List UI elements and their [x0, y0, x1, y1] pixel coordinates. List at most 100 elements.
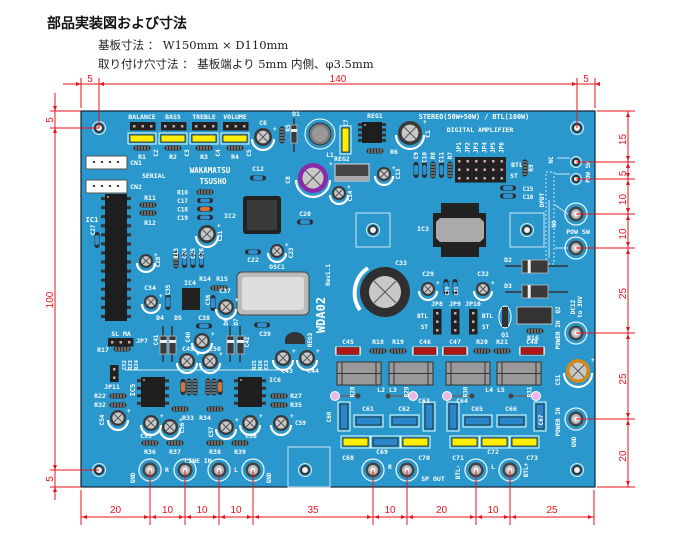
silk-label-btl2: BTL [417, 313, 428, 320]
polarity-mark: + [235, 297, 239, 304]
silk-label-lout: L [491, 463, 495, 471]
jumper-jp7[interactable] [108, 338, 134, 347]
silk-label-r39: R39 [234, 448, 246, 456]
silk-label-c42: C42 [244, 336, 251, 347]
silk-label-c36: C36 [205, 294, 212, 305]
dimension-arrow [186, 515, 191, 519]
dimension-arrow [595, 82, 600, 86]
jumper-jp9[interactable] [451, 309, 460, 335]
resistor-r28 [330, 391, 361, 401]
silk-label-r26: R26 [258, 359, 264, 370]
dimension-arrow [626, 334, 630, 339]
electrolytic-capacitor: + [135, 252, 158, 274]
transistor-q2 [516, 306, 553, 325]
connector-cn1[interactable] [85, 155, 128, 170]
silk-label-jp4: JP4 [482, 142, 489, 153]
silk-label-r36: R36 [144, 448, 156, 456]
electrolytic-capacitor: + [190, 331, 215, 355]
smd-capacitor [335, 346, 361, 356]
resistor [211, 378, 217, 396]
silk-label-c32: C32 [477, 270, 489, 278]
jumper-jp10[interactable] [469, 309, 478, 335]
silk-label-c44: C44 [307, 367, 319, 375]
silk-label-c41: C41 [153, 334, 160, 345]
jumper-jp11[interactable] [110, 365, 119, 382]
silk-label-c51: C51 [555, 374, 562, 385]
dimension-arrow [572, 82, 577, 86]
inductor [496, 361, 542, 386]
mounting-hole [366, 223, 380, 237]
electrolytic-capacitor: + [562, 357, 595, 389]
resistor [196, 189, 214, 195]
potentiometer-header-treble[interactable] [192, 122, 218, 131]
dimension-value: 20 [110, 505, 122, 516]
film-capacitor [462, 414, 493, 428]
resistor [186, 378, 192, 396]
line-in-terminal-1[interactable] [138, 458, 162, 482]
dimension-value: 20 [436, 505, 448, 516]
dimension-arrow [626, 156, 630, 161]
silk-label-c29: C29 [422, 270, 434, 278]
silk-label-q1: Q1 [501, 331, 509, 339]
silk-label-reg3: REG3 [307, 332, 314, 347]
connector-cn2[interactable] [85, 179, 128, 194]
potentiometer-header-balance[interactable] [130, 122, 156, 131]
ceramic-capacitor [197, 206, 213, 212]
silk-label-stereo: STEREO(50W+50W) / BTL(100W) [419, 113, 530, 121]
diode [226, 326, 235, 362]
silk-label-d1: D1 [292, 110, 300, 118]
silk-label-r21: R21 [496, 338, 508, 346]
diode [236, 326, 245, 362]
resistor [231, 440, 249, 446]
dimension-arrow [53, 106, 57, 111]
silk-label-d5: D5 [174, 314, 182, 322]
resistor [473, 348, 491, 354]
dimension-arrow [626, 481, 630, 486]
jumper-jp8[interactable] [433, 309, 442, 335]
transistor-q1 [498, 305, 512, 329]
dimension-value: 10 [487, 505, 499, 516]
electrolytic-capacitor: + [250, 126, 277, 152]
silk-label-ic5: IC5 [129, 384, 137, 397]
silk-label-r29: R29 [404, 386, 411, 397]
silk-label-c24: C24 [182, 248, 189, 259]
film-capacitor [496, 414, 527, 428]
silk-label-c27: C27 [90, 224, 97, 235]
resistor [526, 328, 544, 334]
smd-capacitor [442, 346, 468, 356]
resistor [366, 148, 384, 154]
silk-label-c63: C63 [418, 397, 430, 405]
jumper-header-jp1-jp6[interactable] [455, 157, 506, 183]
dimension-value: 10 [196, 505, 208, 516]
inductor [336, 361, 382, 386]
silk-label-r30: R30 [463, 386, 470, 397]
electrolytic-capacitor: + [214, 297, 239, 321]
silk-label-c30: C30 [445, 286, 451, 295]
silk-label-ic6: IC6 [269, 376, 281, 384]
resistor [166, 440, 184, 446]
resistor-r30 [442, 391, 475, 401]
dimension-arrow [588, 515, 593, 519]
silk-label-r4: R4 [231, 153, 239, 161]
potentiometer-header-bass[interactable] [161, 122, 187, 131]
dimension-value: 5 [618, 170, 629, 176]
electrolytic-capacitor: + [106, 408, 131, 432]
silk-label-c61: C61 [362, 405, 374, 413]
pot-capacitor [220, 132, 250, 145]
silk-label-c68: C68 [342, 454, 354, 462]
film-capacitor [509, 435, 540, 449]
potentiometer-header-volume[interactable] [223, 122, 249, 131]
silk-label-lin: L [234, 466, 238, 474]
resistor [226, 145, 244, 151]
film-capacitor [337, 401, 351, 432]
electrolytic-capacitor: + [373, 165, 396, 187]
diode-d3 [505, 284, 568, 299]
ceramic-capacitor [94, 232, 100, 248]
electrolytic-capacitor: + [417, 280, 440, 302]
dimension-arrow [626, 413, 630, 418]
resistor [430, 161, 436, 179]
dimension-arrow [626, 173, 630, 178]
silk-label-d6: D6 [223, 318, 230, 326]
silk-label-r14: R14 [199, 275, 211, 283]
